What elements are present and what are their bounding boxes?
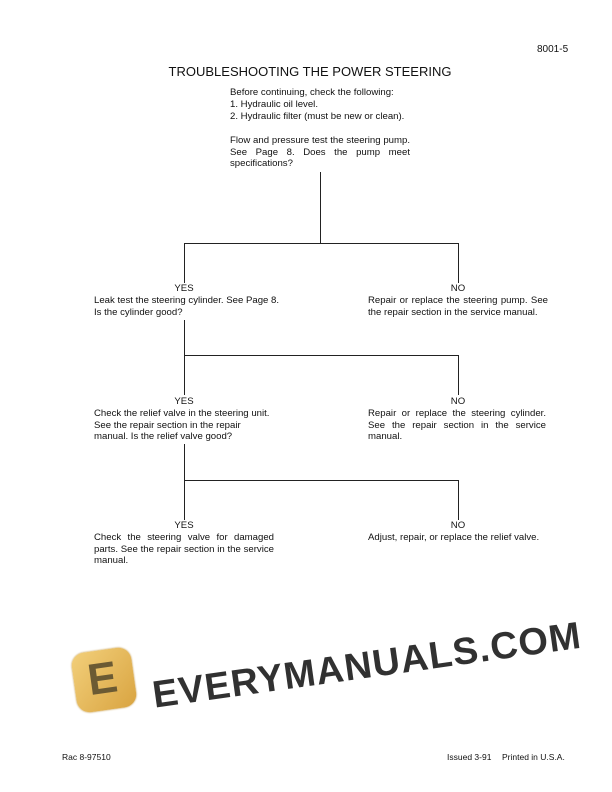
doc-number: Rac 8-97510 [62,752,111,762]
yes-step: Check the relief valve in the steering u… [94,408,270,443]
connector-line [184,243,459,244]
connector-line [184,480,459,481]
connector-line [184,480,185,520]
yes-label: YES [174,520,194,531]
watermark-logo: E [70,646,138,714]
yes-step: Leak test the steering cylinder. See Pag… [94,295,280,318]
no-label: NO [450,283,466,294]
connector-line [184,444,185,481]
no-step: Repair or replace the steering cylinder.… [368,408,546,443]
issued-date: Issued 3-91 [447,752,492,762]
connector-line [458,480,459,520]
no-label: NO [450,520,466,531]
intro-line: 1. Hydraulic oil level. [230,99,318,110]
connector-line [320,172,321,244]
logo-letter: E [84,652,121,706]
connector-line [458,355,459,395]
no-label: NO [450,396,466,407]
intro-question: Flow and pressure test the steering pump… [230,135,410,170]
no-step: Repair or replace the steering pump. See… [368,295,548,318]
watermark-text: EVERYMANUALS.COM [149,614,585,717]
connector-line [458,243,459,283]
intro-line: Before continuing, check the following: [230,87,394,98]
page-title: TROUBLESHOOTING THE POWER STEERING [168,64,452,79]
page-number: 8001-5 [537,44,569,55]
no-step: Adjust, repair, or replace the relief va… [368,532,540,543]
connector-line [184,243,185,283]
intro-line: 2. Hydraulic filter (must be new or clea… [230,111,405,122]
yes-label: YES [174,283,194,294]
connector-line [184,320,185,356]
printed-in: Printed in U.S.A. [502,752,565,762]
connector-line [184,355,459,356]
yes-step: Check the steering valve for damaged par… [94,532,274,567]
yes-label: YES [174,396,194,407]
connector-line [184,355,185,395]
